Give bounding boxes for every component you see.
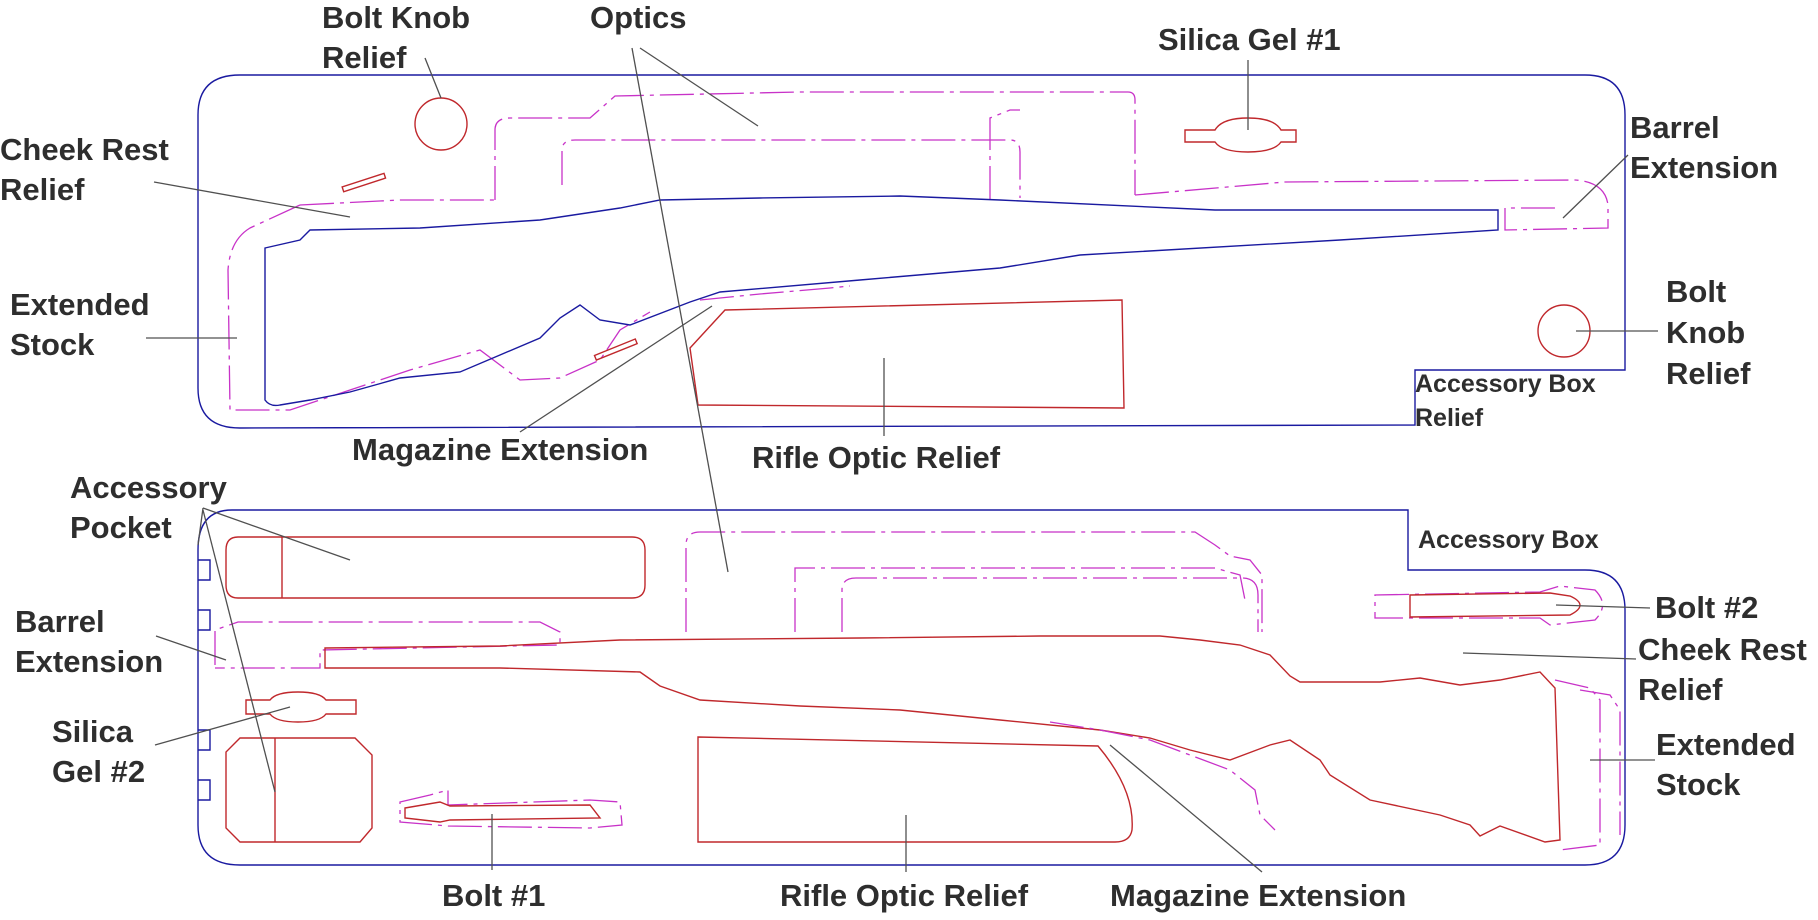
bottom-optics-mid-relief [841, 577, 1259, 632]
leader-top-barrel-extension [1562, 154, 1629, 219]
label-top-bolt-knob-relief: Bolt Knob Relief [322, 0, 479, 75]
label-accessory-pocket: Accessory Pocket [70, 470, 235, 545]
label-accessory-box-relief: Accessory Box Relief [1415, 370, 1603, 432]
bottom-bolt-1 [399, 789, 623, 829]
label-top-barrel-extension: Barrel Extension [1630, 110, 1778, 185]
leader-bottom-cheek-rest [1462, 652, 1637, 660]
label-silica-gel-1: Silica Gel #1 [1158, 22, 1341, 57]
label-top-bolt-knob-relief-2: Bolt Knob Relief [1666, 274, 1754, 391]
top-cheek-relief-dash [299, 199, 495, 206]
bottom-rifle-outline [324, 635, 1561, 843]
leader-bolt-2 [1555, 604, 1651, 609]
label-bottom-extended-stock: Extended Stock [1656, 727, 1804, 802]
leader-bottom-barrel-extension [155, 635, 227, 661]
top-bolt-knob-relief-circle-1 [414, 97, 468, 151]
bottom-optics-inner-relief [794, 567, 1246, 632]
label-bottom-barrel-extension: Barrel Extension [15, 604, 163, 679]
top-optics-relief [494, 91, 1136, 200]
leader-bottom-magazine-extension [1109, 744, 1263, 873]
top-accessory-slot-2 [593, 338, 639, 362]
leader-top-magazine-extension [519, 305, 713, 433]
bottom-bolt-2-inner [1409, 592, 1581, 618]
leader-top-cheek-rest [153, 181, 351, 218]
top-stock-relief [227, 204, 651, 411]
leader-optics-bottom [631, 47, 729, 573]
top-rifle-optic-relief [689, 299, 1125, 409]
label-bottom-rifle-optic-relief: Rifle Optic Relief [780, 878, 1029, 913]
bottom-silica-gel-2 [245, 691, 357, 723]
bottom-bolt-1-inner [404, 801, 602, 823]
label-top-cheek-rest-relief: Cheek Rest Relief [0, 132, 177, 207]
bottom-extended-stock-relief [1554, 679, 1621, 851]
top-barrel-extension-relief [1134, 179, 1609, 231]
bottom-rifle-optic-relief [697, 736, 1133, 843]
label-bolt-2: Bolt #2 [1655, 590, 1758, 625]
top-accessory-slot-1 [341, 172, 387, 193]
top-case-outline [197, 74, 1626, 429]
leader-silica-gel-2 [154, 706, 291, 746]
top-optics-inner-relief [561, 139, 1021, 198]
bottom-case-outline [197, 509, 1626, 866]
bottom-panel [197, 509, 1626, 866]
bottom-accessory-pocket-lower [225, 737, 373, 843]
top-panel [197, 74, 1626, 429]
label-bottom-magazine-extension: Magazine Extension [1110, 878, 1406, 913]
bottom-optics-relief [685, 531, 1263, 632]
label-bottom-cheek-rest-relief: Cheek Rest Relief [1638, 632, 1815, 707]
label-optics: Optics [590, 0, 686, 35]
top-optics-mid-relief [989, 109, 1020, 200]
leader-top-bolt-knob-1 [424, 57, 442, 99]
bottom-barrel-extension-relief [214, 621, 561, 669]
label-silica-gel-2: Silica Gel #2 [52, 714, 145, 789]
leader-accessory-pocket-curve [197, 507, 204, 546]
bottom-magazine-relief [1049, 721, 1276, 831]
leader-lines [146, 47, 1658, 873]
label-top-extended-stock: Extended Stock [10, 287, 158, 362]
bottom-accessory-pocket-upper [225, 536, 646, 599]
top-rifle-outline [264, 195, 1499, 407]
label-bolt-1: Bolt #1 [442, 878, 545, 913]
label-top-rifle-optic-relief: Rifle Optic Relief [752, 440, 1001, 475]
leader-accessory-pocket-upper [202, 507, 351, 561]
top-silica-gel-1 [1184, 117, 1297, 153]
leader-optics-top [639, 47, 759, 127]
label-accessory-box: Accessory Box [1418, 526, 1599, 554]
leader-accessory-pocket-lower [202, 509, 276, 793]
top-magazine-relief [699, 285, 851, 301]
bottom-left-notches [198, 559, 211, 801]
label-top-magazine-extension: Magazine Extension [352, 432, 648, 467]
